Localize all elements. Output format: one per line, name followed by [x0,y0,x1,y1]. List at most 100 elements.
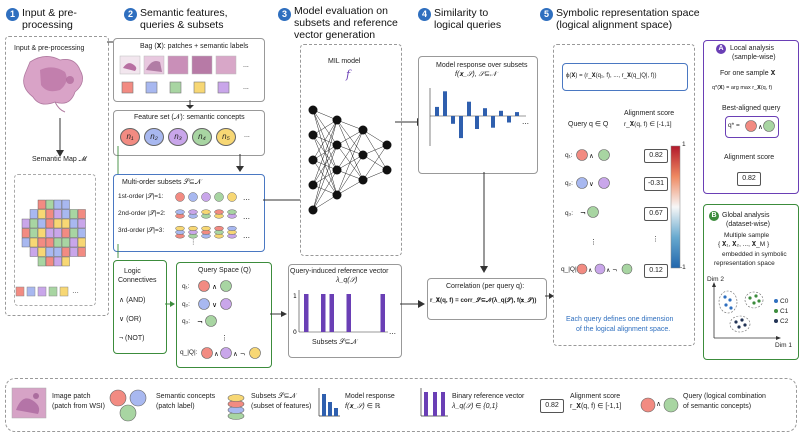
reference-bar [304,294,309,332]
nn-node [308,155,318,165]
nn-edge [312,119,338,211]
svg-text:∧: ∧ [588,267,592,274]
semantic-map-tile [77,209,86,219]
model-response-title-1: Model response over subsets [436,62,528,69]
subset-2nd-order [227,209,237,215]
subset-row-1-label: 1st-order |𝒮|=1: [118,193,164,200]
query-q2-label: q₂: [182,301,190,308]
response-bar [475,116,479,129]
global-scatter-plot [712,282,781,340]
subset-2nd-order [214,209,224,215]
semantic-map-tile [45,237,54,248]
model-response-bars: … [429,88,529,146]
global-line1: Multiple sample [724,232,770,239]
nn-edge [312,119,338,136]
response-bar [443,91,447,116]
legend-binary-icon [420,388,448,417]
semantic-map-tile [45,228,54,238]
neural-network-icon [308,105,392,215]
step-1-title: Input & pre-processing [22,7,77,31]
legend-subsets-icon [227,394,245,420]
local-title-2: (sample-wise) [732,54,776,61]
semantic-map-tile [21,228,30,238]
response-bar [515,112,519,116]
semantic-map-tile [61,256,70,267]
subsets-dots: ⋮ [190,239,197,246]
local-one-sample: For one sample 𝐗 [720,70,776,77]
svg-text:∧: ∧ [589,152,594,160]
mil-title: MIL model [328,58,361,65]
correlation-formula: r_𝐗(q, f) = corr_𝒮⊆𝒩(λ_q(𝒮), f(𝐱_𝒮)) [430,297,537,304]
wsi-thumbnail [23,56,83,113]
space-note-1: Each query defines one dimension [566,316,674,323]
ref-axis-1: 1 [293,293,297,300]
nn-node [308,180,318,190]
nn-node [308,105,318,115]
align-header-2: r_𝐗(q, f) ∈ [-1,1] [624,121,672,128]
bag-down-arrow [186,100,194,109]
nn-edge [336,129,364,171]
svg-text:¬: ¬ [580,209,586,217]
semantic-map-tile [69,218,78,229]
nn-edge [336,179,364,196]
subset-3rd-order [214,225,224,231]
nn-edge [312,119,338,161]
semantic-map-tile [37,247,46,257]
logic-to-query-arrow [165,301,175,307]
legend-binary-l1: Binary reference vector [452,393,525,400]
nn-node [332,140,342,150]
semantic-map-tile [53,218,62,229]
logic-title-2: Connectives [118,277,157,284]
concept-n2: n₂ [144,128,164,146]
semantic-map-legend [15,286,69,297]
nn-node [308,205,318,215]
semantic-map-tile [53,256,62,267]
subset-row-ellipsis: … [243,213,250,221]
nn-node [332,115,342,125]
response-bar [467,101,471,116]
semantic-map-tile [69,237,78,248]
step-5-badge: 5 [540,8,553,21]
subset-row-ellipsis: … [243,232,250,240]
semantic-map-tile [53,237,62,248]
semantic-map-tile [53,209,62,219]
logic-or: ∨ (OR) [119,316,142,323]
semantic-map-tile [45,209,54,219]
reference-bar [346,294,351,332]
legend-patch-icon [11,387,47,419]
legend-query-icon [640,397,679,413]
nn-edge [336,129,364,196]
nn-edge [362,144,388,181]
subset-1st-order [175,192,185,202]
subset-3rd-order [175,225,185,231]
semantic-map-tile [45,199,54,210]
legend-query-and: ∧ [656,401,662,408]
semantic-map-grid [21,199,86,267]
response-bar [491,116,495,128]
semantic-map-tile [37,256,46,267]
nn-node [358,175,368,185]
subset-2nd-order [175,209,185,215]
subset-3rd-order [201,225,211,231]
legend-subsets-l2: (subset of features) [251,403,312,410]
phi-formula: ϕ(𝐗) = (r_𝐗(q₁, f), ..., r_𝐗(q_|Q|, f)) [566,73,657,79]
space-q2-label: q₂: [565,180,573,187]
svg-text:∧ ¬: ∧ ¬ [233,350,245,358]
semantic-map-tile [21,218,30,229]
query-space-glyphs: ∧ ∨ ¬ ⋮ ∧ ∧ ¬ [197,280,261,359]
local-align-label: Alignment score [724,154,775,161]
semantic-map-label: Semantic Map 𝓜 [32,156,87,163]
legend-score-l1: Alignment score [570,393,621,400]
nn-edge [336,129,364,146]
concept-n4: n₄ [192,128,212,146]
global-line3: embedded in symbolic [722,251,787,258]
semantic-map-tile [77,218,86,229]
subset-glyphs: ……… [175,192,250,240]
global-line4: representation space [714,260,775,267]
semantic-map-tile [29,247,38,257]
semantic-map-tile [61,209,70,219]
local-qstar-label: q* = [728,122,740,129]
legend-response-l1: Model response [345,393,395,400]
global-title-2: (dataset-wise) [726,221,770,228]
